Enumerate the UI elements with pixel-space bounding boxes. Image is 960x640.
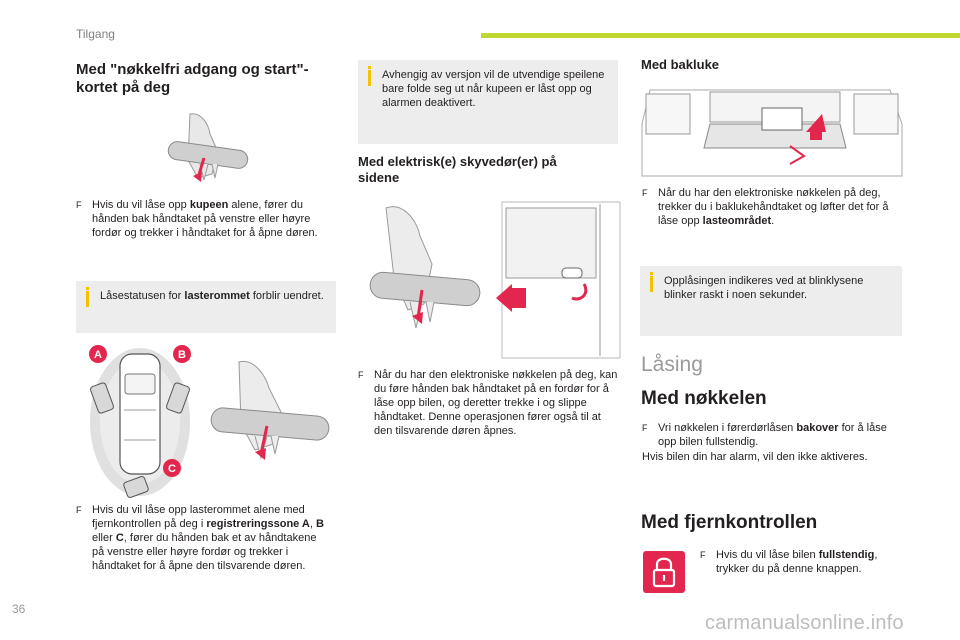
separator-1: ,: [309, 518, 316, 530]
note-text: Opplåsingen indikeres ved at blinklysene…: [664, 275, 864, 301]
zones-graphic: A B C: [89, 345, 191, 498]
text-bold: lasterommet: [184, 290, 250, 302]
text-bold: kupeen: [189, 199, 229, 211]
hand-handle-graphic: [167, 113, 249, 182]
bullet-tailgate: F Når du har den elektroniske nøkkelen p…: [642, 186, 902, 228]
zone-label-a: A: [94, 349, 102, 361]
hand-handle-illustration: [160, 112, 255, 192]
text-pre: Hvis du vil låse opp lasterommet alene m…: [92, 504, 305, 530]
bullet-remote-lock: F Hvis du vil låse bilen fullstendig, tr…: [700, 548, 900, 576]
heading-with-remote: Med fjernkontrollen: [641, 512, 818, 533]
bullet-marker: F: [358, 370, 364, 380]
text-post: , fører du hånden bak et av håndtakene p…: [92, 532, 317, 572]
separator-2: eller: [92, 532, 116, 544]
heading-with-key: Med nøkkelen: [641, 388, 767, 409]
bullet-marker: F: [76, 505, 82, 515]
text-post: for å låse opp bilen fullstendig.: [658, 422, 887, 448]
info-icon: [368, 66, 371, 86]
text-post: .: [771, 215, 775, 227]
zone-label-c: C: [168, 463, 176, 475]
page-number: 36: [12, 602, 26, 616]
zone-c-bold: C: [115, 532, 124, 544]
info-icon: [86, 287, 89, 307]
padlock-icon: [652, 557, 676, 588]
bullet-text: Hvis du vil låse bilen fullstendig, tryk…: [700, 548, 900, 576]
header-accent-bar: [481, 33, 960, 38]
text-post: alene, fører du hånden bak håndtaket på …: [92, 199, 318, 239]
zone-a-bold: registreringssone A: [206, 518, 310, 530]
info-note-mirrors: Avhengig av versjon vil de utvendige spe…: [358, 60, 618, 144]
text-pre: Når du har den elektroniske nøkkelen på …: [658, 187, 889, 227]
tailgate-illustration: [640, 84, 905, 179]
bullet-key-lock: F Vri nøkkelen i førerdørlåsen bakover f…: [642, 421, 904, 449]
text-bold: bakover: [796, 422, 839, 434]
heading-line-1: Med elektrisk(e) skyvedør(er) på: [358, 154, 557, 169]
text-bold: fullstendig: [818, 549, 875, 561]
heading-locking: Låsing: [641, 353, 703, 376]
zone-b-bold: B: [316, 518, 324, 530]
bullet-text: Vri nøkkelen i førerdørlåsen bakover for…: [642, 421, 904, 449]
zone-label-b: B: [178, 349, 186, 361]
bullet-sliding-door: F Når du har den elektroniske nøkkelen p…: [358, 368, 620, 438]
detection-zones-illustration: A B C: [80, 340, 200, 500]
bullet-marker: F: [642, 188, 648, 198]
sliding-door-graphic: [369, 201, 621, 359]
heading-line-1: Med "nøkkelfri adgang og start"-: [76, 61, 309, 78]
hand-handle-graphic-2: [210, 360, 330, 460]
text-pre: Låsestatusen for: [100, 290, 185, 302]
text-post: , trykker du på denne knappen.: [716, 549, 878, 575]
bullet-cabin-unlock: F Hvis du vil låse opp kupeen alene, før…: [76, 198, 331, 240]
info-note-cargo-status: Låsestatusen for lasterommet forblir uen…: [76, 281, 336, 333]
info-icon: [650, 272, 653, 292]
text-pre: Hvis du vil låse bilen: [716, 549, 819, 561]
text-pre: Hvis du vil låse opp: [92, 199, 190, 211]
heading-line-2: kortet på deg: [76, 79, 171, 96]
hand-handle-illustration-2: [205, 360, 335, 470]
section-label: Tilgang: [76, 27, 115, 41]
tailgate-graphic: [641, 89, 903, 177]
section-heading-sliding-doors: Med elektrisk(e) skyvedør(er) på sidene: [358, 154, 618, 186]
lock-button-icon: [643, 551, 685, 593]
bullet-text: Hvis du vil låse opp kupeen alene, fører…: [76, 198, 331, 240]
info-note-indicators: Opplåsingen indikeres ved at blinklysene…: [640, 266, 902, 336]
bullet-text: Når du har den elektroniske nøkkelen på …: [374, 369, 618, 437]
bullet-marker: F: [642, 423, 648, 433]
section-heading-keyless: Med "nøkkelfri adgang og start"- kortet …: [76, 61, 336, 97]
bullet-text: Hvis du vil låse opp lasterommet alene m…: [76, 503, 331, 573]
sliding-door-illustration: [366, 198, 621, 360]
bullet-marker: F: [700, 550, 706, 560]
section-heading-tailgate: Med bakluke: [641, 57, 720, 72]
heading-line-2: sidene: [358, 170, 400, 185]
alarm-note: Hvis bilen din har alarm, vil den ikke a…: [642, 451, 868, 463]
text-pre: Vri nøkkelen i førerdørlåsen: [658, 422, 797, 434]
watermark: carmanualsonline.info: [705, 612, 904, 634]
bullet-marker: F: [76, 200, 82, 210]
bullet-text: Når du har den elektroniske nøkkelen på …: [642, 186, 902, 228]
bullet-cargo-unlock: F Hvis du vil låse opp lasterommet alene…: [76, 503, 331, 573]
text-post: forblir uendret.: [249, 290, 324, 302]
note-text: Låsestatusen for lasterommet forblir uen…: [100, 289, 328, 303]
text-bold: lasteområdet: [702, 215, 772, 227]
note-text: Avhengig av versjon vil de utvendige spe…: [382, 69, 605, 109]
